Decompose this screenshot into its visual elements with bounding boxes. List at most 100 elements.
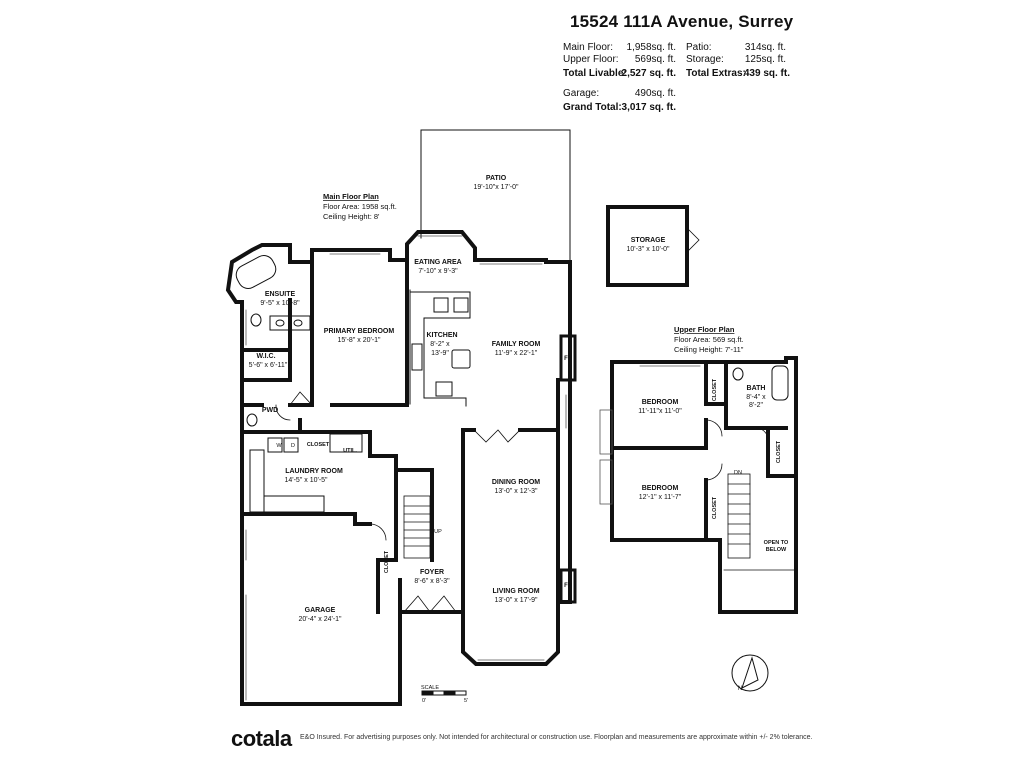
fireplace-living <box>559 568 577 604</box>
total-livable-label: Total Livable: <box>563 68 627 79</box>
scale-zero: 0' <box>422 698 426 704</box>
upper-floor-value: 569sq. ft. <box>634 54 676 65</box>
fp-label-family: FP <box>564 356 572 362</box>
scale-bar <box>421 690 467 696</box>
closet-label-bedroom-1: CLOSET <box>712 378 718 401</box>
util-label: UTIL. <box>343 448 357 454</box>
room-dim-bedroom-2: 12'-1" x 11'-7" <box>639 494 682 501</box>
fireplace-family <box>559 334 577 382</box>
laundry-appliances <box>249 433 363 513</box>
room-dim-kitchen-1: 8'-2" x <box>430 341 450 348</box>
grand-total-label: Grand Total: <box>563 102 622 113</box>
north-label: N <box>738 686 742 692</box>
scale-label: SCALE <box>421 685 439 691</box>
stairs-down-label: DN <box>734 470 742 476</box>
upper-floor-title: Upper Floor Plan <box>674 325 735 334</box>
upper-floor-windows <box>599 365 701 505</box>
room-dim-dining: 13'-0" x 12'-3" <box>494 488 538 495</box>
property-address: 15524 111A Avenue, Surrey <box>570 12 794 31</box>
room-dim-laundry: 14'-5" x 10'-5" <box>284 477 328 484</box>
room-label-foyer: FOYER <box>420 569 444 576</box>
patio-value: 314sq. ft. <box>744 42 786 53</box>
room-dim-patio: 19'-10"x 17'-0" <box>473 184 519 191</box>
room-label-bedroom-2: BEDROOM <box>642 485 679 492</box>
fp-label-living: FP <box>564 583 572 589</box>
scale-five: 5' <box>464 698 468 704</box>
room-label-kitchen: KITCHEN <box>426 332 457 339</box>
upper-floor-walls <box>610 356 798 614</box>
stairs-up-label: UP <box>434 529 442 535</box>
washer-label: W <box>276 443 282 449</box>
grand-total-value: 3,017 sq. ft. <box>621 102 676 113</box>
room-dim-storage: 10'-3" x 10'-0" <box>626 246 670 253</box>
room-label-wic: W.I.C. <box>256 353 275 360</box>
ensuite-vanity <box>246 313 311 427</box>
garage-value: 490sq. ft. <box>634 88 676 99</box>
room-label-pwd: PWD <box>262 407 278 414</box>
room-dim-foyer: 8'-6" x 8'-3" <box>414 578 450 585</box>
storage-outline <box>606 205 689 287</box>
room-label-ensuite: ENSUITE <box>265 291 296 298</box>
room-dim-eating: 7'-10" x 9'-3" <box>418 268 458 275</box>
total-livable-value: 2,527 sq. ft. <box>621 68 676 79</box>
patio-outline <box>420 129 571 263</box>
room-label-bedroom-1: BEDROOM <box>642 399 679 406</box>
closet-label-garage: CLOSET <box>384 550 390 573</box>
room-dim-kitchen-2: 13'-9" <box>431 350 449 357</box>
room-label-storage: STORAGE <box>631 237 666 244</box>
room-label-patio: PATIO <box>486 175 507 182</box>
windows <box>245 235 567 701</box>
main-floor-area: Floor Area: 1958 sq.ft. <box>323 202 397 211</box>
upper-floor-label: Upper Floor: <box>563 54 619 65</box>
kitchen-counters <box>409 289 471 407</box>
room-label-dining: DINING ROOM <box>492 479 540 486</box>
storage-value: 125sq. ft. <box>744 54 786 65</box>
room-label-family: FAMILY ROOM <box>492 341 541 348</box>
room-dim-wic: 5'-6" x 6'-11" <box>249 362 288 369</box>
upper-door-swings <box>705 419 769 481</box>
north-compass <box>731 654 769 692</box>
room-dim-living: 13'-0" x 17'-9" <box>494 597 538 604</box>
below-label: BELOW <box>766 547 787 553</box>
upper-floor-ceiling: Ceiling Height: 7'-11" <box>674 345 744 354</box>
main-floor-label: Main Floor: <box>563 42 614 53</box>
main-floor-value: 1,958sq. ft. <box>626 42 676 53</box>
brand-logo: cotala <box>231 726 292 751</box>
room-label-garage: GARAGE <box>305 607 336 614</box>
room-dim-garage: 20'-4" x 24'-1" <box>298 616 342 623</box>
total-extras-value: 439 sq. ft. <box>743 68 790 79</box>
patio-label: Patio: <box>686 42 712 53</box>
closet-label-hall-upper: CLOSET <box>776 440 782 463</box>
dryer-label: D <box>291 443 295 449</box>
room-dim-bath-1: 8'-4" x <box>746 394 766 401</box>
room-label-laundry: LAUNDRY ROOM <box>285 468 343 475</box>
room-dim-ensuite: 9'-5" x 10'-8" <box>260 300 300 307</box>
closet-label-bedroom-2: CLOSET <box>712 496 718 519</box>
total-extras-label: Total Extras: <box>686 68 746 79</box>
door-swings <box>275 391 521 613</box>
garage-label: Garage: <box>563 88 600 99</box>
main-floor-walls <box>225 230 572 706</box>
open-to-label: OPEN TO <box>764 540 789 546</box>
room-dim-primary: 15'-8" x 20'-1" <box>337 337 381 344</box>
room-dim-bedroom-1: 11'-11"x 11'-0" <box>638 408 682 415</box>
bath-fixtures <box>732 365 789 401</box>
room-label-living: LIVING ROOM <box>492 588 539 595</box>
main-floor-ceiling: Ceiling Height: 8' <box>323 212 380 221</box>
room-label-eating: EATING AREA <box>414 259 461 266</box>
storage-door <box>686 227 700 253</box>
room-dim-bath-2: 8'-2" <box>749 402 763 409</box>
room-label-bath: BATH <box>747 385 766 392</box>
room-label-primary: PRIMARY BEDROOM <box>324 328 395 335</box>
storage-label: Storage: <box>686 54 724 65</box>
upper-floor-area: Floor Area: 569 sq.ft. <box>674 335 744 344</box>
ensuite-tub <box>235 255 277 289</box>
main-stairs <box>403 495 431 559</box>
room-dim-family: 11'-9" x 22'-1" <box>495 350 538 357</box>
disclaimer-text: E&O Insured. For advertising purposes on… <box>300 734 813 741</box>
closet-label-laundry: CLOSET <box>307 442 330 448</box>
upper-stairs <box>723 473 795 571</box>
main-floor-title: Main Floor Plan <box>323 192 379 201</box>
closet-label-hall: CLOSET <box>401 468 424 474</box>
